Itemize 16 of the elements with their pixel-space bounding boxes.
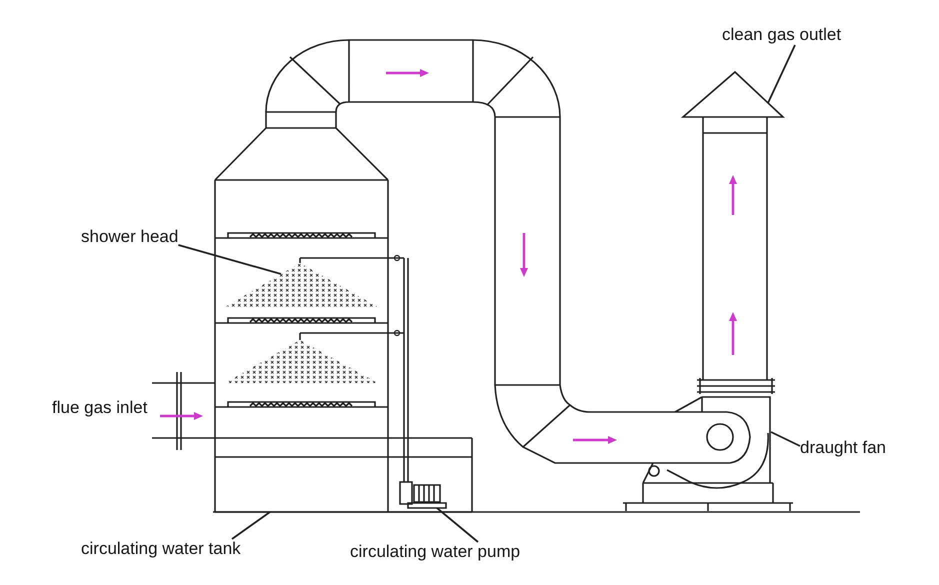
leader-line <box>178 244 282 275</box>
part-label: flue gas inlet <box>52 398 148 418</box>
part-label: circulating water tank <box>81 539 241 559</box>
part-label: draught fan <box>800 438 886 458</box>
spray-cone <box>225 258 378 307</box>
water-pump <box>399 481 447 509</box>
water-tank <box>214 437 473 513</box>
leader-line <box>436 507 479 543</box>
leader-line <box>767 44 796 104</box>
leader-line <box>231 511 271 540</box>
part-label: clean gas outlet <box>722 25 842 45</box>
stack-cap <box>680 70 786 118</box>
fan-housing <box>622 396 794 512</box>
leader-line <box>770 431 800 447</box>
part-label: shower head <box>81 227 178 247</box>
part-label: circulating water pump <box>350 542 520 562</box>
